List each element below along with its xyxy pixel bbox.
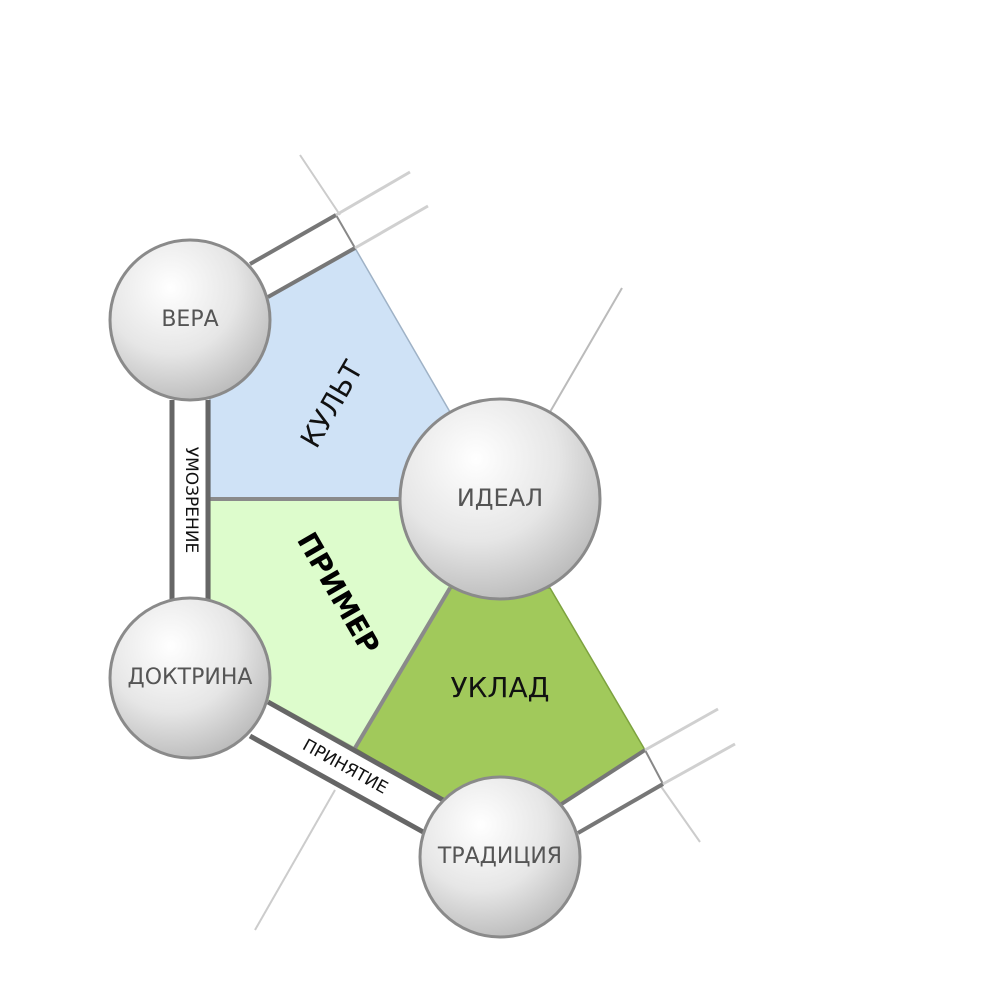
edge-label-umozrenie: УМОЗРЕНИЕ (181, 447, 201, 554)
band-top-fade-inner (354, 204, 429, 250)
node-traditsiya-label: ТРАДИЦИЯ (437, 844, 562, 869)
guide-lines (0, 154, 750, 931)
separator-primer-uklad (353, 586, 452, 750)
band-bottom-right-fade-outer (662, 742, 736, 786)
band-top-inner-line (267, 246, 356, 299)
band-bottom-right-outer-line (577, 782, 664, 835)
guide-line-bottom-right (659, 784, 701, 843)
band-prinyatie-outer-line (248, 733, 427, 836)
node-doktrina-label: ДОКТРИНА (128, 665, 253, 690)
band-prinyatie-inner-line (266, 699, 445, 803)
band-prinyatie (248, 699, 445, 836)
band-umozrenie (169, 400, 211, 600)
band-top (249, 170, 429, 299)
guide-line-bottom-left (254, 789, 336, 931)
band-top-outer-line (249, 213, 337, 266)
band-top-cap (335, 214, 356, 249)
node-doktrina: ДОКТРИНА (108, 596, 272, 760)
region-label-uklad: УКЛАД (450, 671, 549, 704)
band-bottom-right-fade-inner (644, 707, 719, 752)
band-bottom-right (558, 707, 736, 835)
node-vera-label: ВЕРА (161, 307, 218, 332)
node-doktrina-sphere (108, 596, 272, 760)
guide-line-ideal-up (549, 287, 623, 413)
node-vera: ВЕРА (108, 238, 272, 402)
band-top-fade-outer (335, 170, 411, 217)
node-traditsiya: ТРАДИЦИЯ (418, 775, 582, 939)
node-ideal-sphere (398, 397, 602, 601)
node-ideal-label: ИДЕАЛ (457, 484, 543, 512)
node-vera-sphere (108, 238, 272, 402)
band-bottom-right-inner-line (558, 748, 647, 807)
band-bottom-right-cap (644, 749, 664, 785)
guide-line-top-left (299, 154, 341, 216)
node-traditsiya-sphere (418, 775, 582, 939)
node-ideal: ИДЕАЛ (398, 397, 602, 601)
